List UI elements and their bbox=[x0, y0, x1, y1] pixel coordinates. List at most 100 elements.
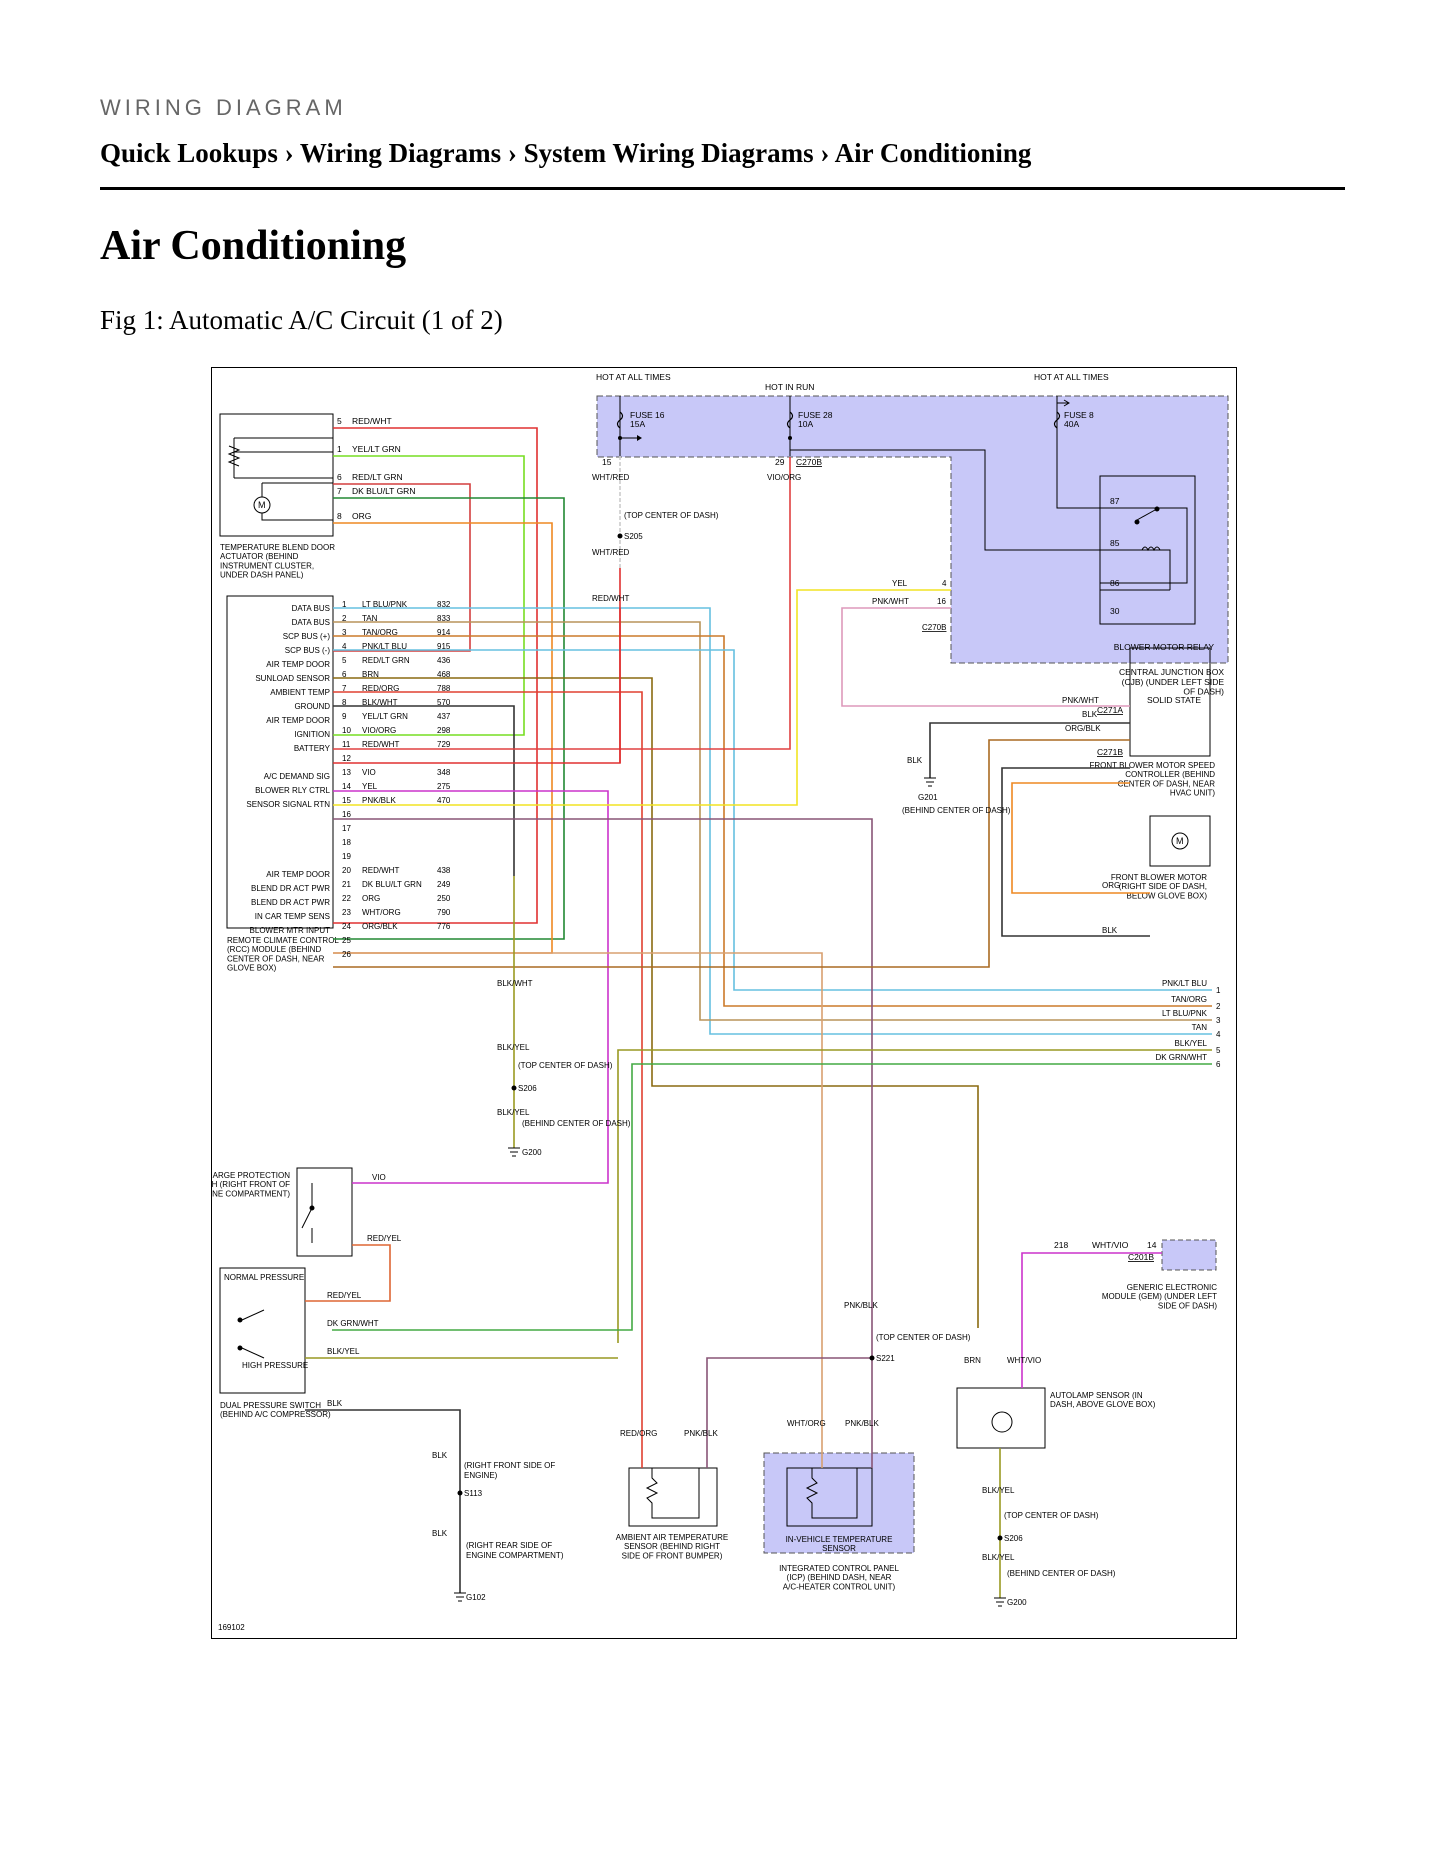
rcc-color-23: WHT/ORG bbox=[362, 908, 401, 917]
act-pin-8: 8 bbox=[337, 511, 342, 521]
g200-loc: (BEHIND CENTER OF DASH) bbox=[522, 1119, 631, 1128]
lbl-vio-org: VIO/ORG bbox=[767, 473, 801, 482]
rcc-func-13: A/C DEMAND SIG bbox=[264, 772, 330, 781]
wire-pnk-blk bbox=[333, 818, 873, 1468]
icp-label: INTEGRATED CONTROL PANEL(ICP) (BEHIND DA… bbox=[779, 1564, 899, 1591]
rcc-circuit-23: 790 bbox=[437, 908, 451, 917]
lbl-pnk-blk-1: PNK/BLK bbox=[844, 1301, 878, 1310]
rcc-func-24: BLOWER MTR INPUT bbox=[250, 926, 331, 935]
rcc-func-4: SCP BUS (-) bbox=[285, 646, 331, 655]
wire-tan bbox=[333, 621, 1212, 1021]
fuse-16-name: FUSE 16 bbox=[630, 410, 665, 420]
rcc-func-21: BLEND DR ACT PWR bbox=[251, 884, 330, 893]
s113: S113 bbox=[464, 1489, 483, 1498]
rcc-func-6: SUNLOAD SENSOR bbox=[255, 674, 330, 683]
wire-pnk-ltblu bbox=[333, 649, 1212, 991]
lbl-blk-g102: BLK bbox=[432, 1451, 448, 1460]
wire-wht-vio bbox=[1021, 1252, 1162, 1388]
c271b: C271B bbox=[1097, 747, 1123, 757]
rcc-func-2: DATA BUS bbox=[292, 618, 330, 627]
rcc-pin-5: 5 bbox=[342, 656, 347, 665]
fuse-8-rating: 40A bbox=[1064, 419, 1079, 429]
rcc-pin-7: 7 bbox=[342, 684, 347, 693]
lbl-pnk-wht-cjb: PNK/WHT bbox=[872, 597, 909, 606]
gem-pin: 14 bbox=[1147, 1240, 1157, 1250]
rcc-pin-6: 6 bbox=[342, 670, 347, 679]
lbl-blk-yel-al-1: BLK/YEL bbox=[982, 1486, 1015, 1495]
rcc-func-20: AIR TEMP DOOR bbox=[266, 870, 330, 879]
rcc-color-5: RED/LT GRN bbox=[362, 656, 410, 665]
lbl-blk-sw: BLK bbox=[327, 1399, 343, 1408]
wire-org-blk bbox=[333, 739, 1130, 968]
wiring-diagram: HOT AT ALL TIMES HOT IN RUN HOT AT ALL T… bbox=[181, 367, 1237, 1639]
rcc-color-20: RED/WHT bbox=[362, 866, 399, 875]
wire-blk-motor bbox=[1001, 767, 1150, 937]
rcc-color-6: BRN bbox=[362, 670, 379, 679]
splices-grounds: S205 (TOP CENTER OF DASH) S206 (TOP CENT… bbox=[454, 511, 1116, 1607]
rcc-func-7: AMBIENT TEMP bbox=[270, 688, 330, 697]
next-num-6: 6 bbox=[1216, 1060, 1221, 1069]
s205-loc: (TOP CENTER OF DASH) bbox=[624, 511, 719, 520]
high-pressure-label: HIGH PRESSURE bbox=[242, 1361, 308, 1370]
solid-state-label: SOLID STATE bbox=[1147, 695, 1201, 705]
hot-in-run: HOT IN RUN bbox=[765, 382, 814, 392]
s206-autolamp: S206 bbox=[1004, 1534, 1023, 1543]
rcc-color-9: YEL/LT GRN bbox=[362, 712, 408, 721]
wire-red-org bbox=[333, 691, 643, 1468]
next-color-3: LT BLU/PNK bbox=[1162, 1009, 1208, 1018]
fuse-28-rating: 10A bbox=[798, 419, 813, 429]
relay-pin-30: 30 bbox=[1110, 606, 1120, 616]
rcc-func-5: AIR TEMP DOOR bbox=[266, 660, 330, 669]
rcc-pin-15: 15 bbox=[342, 796, 351, 805]
rcc-func-10: IGNITION bbox=[294, 730, 330, 739]
act-wire-7: DK BLU/LT GRN bbox=[352, 486, 415, 496]
wire-ltblu-pnk bbox=[333, 607, 1212, 1035]
temp-blend-actuator-box bbox=[219, 413, 334, 537]
rcc-func-14: BLOWER RLY CTRL bbox=[255, 786, 330, 795]
rcc-color-2: TAN bbox=[362, 614, 378, 623]
fuse-16: FUSE 16 15A 15 bbox=[602, 396, 665, 467]
lbl-wht-red: WHT/RED bbox=[592, 473, 630, 482]
rcc-pin-2: 2 bbox=[342, 614, 347, 623]
s221-loc: (TOP CENTER OF DASH) bbox=[876, 1333, 971, 1342]
gem-wire-label: WHT/VIO bbox=[1092, 1240, 1129, 1250]
g200: G200 bbox=[522, 1148, 542, 1157]
wiring-diagram-svg: HOT AT ALL TIMES HOT IN RUN HOT AT ALL T… bbox=[181, 372, 1229, 1632]
act-pin-6: 6 bbox=[337, 472, 342, 482]
next-num-5: 5 bbox=[1216, 1046, 1221, 1055]
lbl-blk-yel-2: BLK/YEL bbox=[497, 1108, 530, 1117]
rcc-circuit-15: 470 bbox=[437, 796, 451, 805]
dual-pressure-switch-label: DUAL PRESSURE SWITCH(BEHIND A/C COMPRESS… bbox=[220, 1401, 331, 1419]
breadcrumb[interactable]: Quick Lookups › Wiring Diagrams › System… bbox=[100, 138, 1032, 168]
rcc-color-24: ORG/BLK bbox=[362, 922, 398, 931]
rcc-color-21: DK BLU/LT GRN bbox=[362, 880, 422, 889]
in-vehicle-sensor-box bbox=[786, 1467, 873, 1527]
lbl-yel-cjb: YEL bbox=[892, 579, 908, 588]
rcc-color-1: LT BLU/PNK bbox=[362, 600, 408, 609]
act-pin-5: 5 bbox=[337, 416, 342, 426]
next-color-2: TAN/ORG bbox=[1171, 995, 1207, 1004]
wire-dkblu-ltgrn-act bbox=[333, 497, 565, 940]
next-color-1: PNK/LT BLU bbox=[1162, 979, 1207, 988]
rcc-circuit-3: 914 bbox=[437, 628, 451, 637]
rcc-color-4: PNK/LT BLU bbox=[362, 642, 407, 651]
low-charge-switch-label: LOW CHARGE PROTECTIONSWITCH (RIGHT FRONT… bbox=[212, 1171, 290, 1198]
lbl-blk-yel-sw: BLK/YEL bbox=[327, 1347, 360, 1356]
actuator-internals bbox=[227, 437, 333, 521]
gem-circuit: 218 bbox=[1054, 1240, 1068, 1250]
rcc-pin-1: 1 bbox=[342, 600, 347, 609]
lbl-org-motor: ORG bbox=[1102, 881, 1120, 890]
rcc-pin-17: 17 bbox=[342, 824, 351, 833]
lbl-red-yel-2: RED/YEL bbox=[327, 1291, 362, 1300]
rcc-color-8: BLK/WHT bbox=[362, 698, 398, 707]
g201-loc: (BEHIND CENTER OF DASH) bbox=[902, 806, 1011, 815]
fuse-8-name: FUSE 8 bbox=[1064, 410, 1094, 420]
blower-motor-label: FRONT BLOWER MOTOR(RIGHT SIDE OF DASH,BE… bbox=[1111, 873, 1207, 900]
lbl-red-yel-1: RED/YEL bbox=[367, 1234, 402, 1243]
s206-loc: (TOP CENTER OF DASH) bbox=[518, 1061, 613, 1070]
rcc-circuit-2: 833 bbox=[437, 614, 451, 623]
lbl-red-wht: RED/WHT bbox=[592, 594, 629, 603]
